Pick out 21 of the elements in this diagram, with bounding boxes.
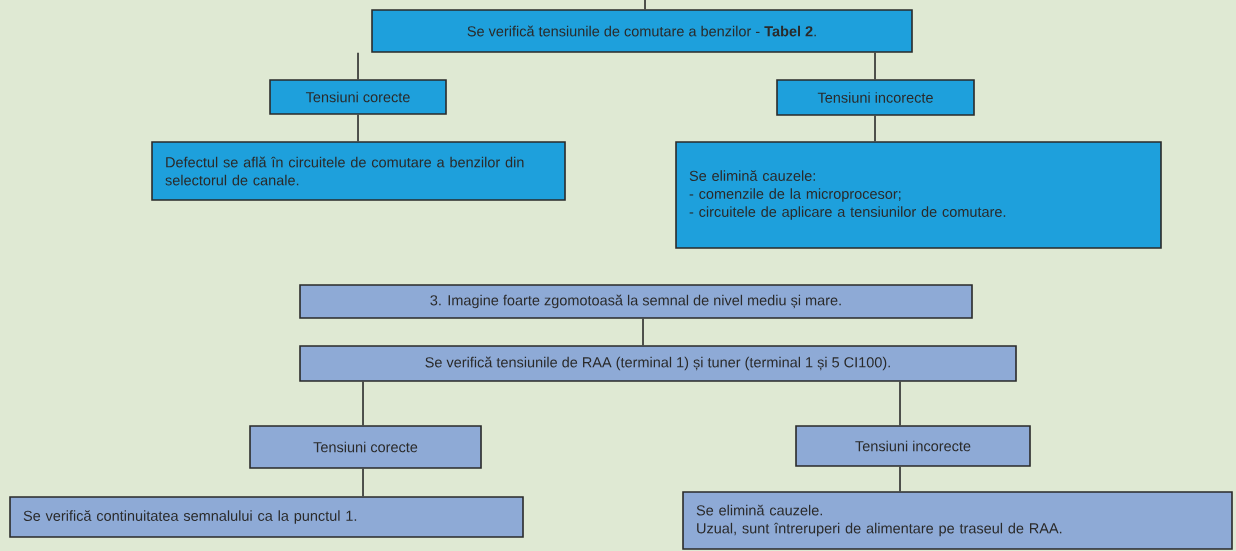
flow-box: Tensiuni corecte: [249, 425, 482, 469]
flow-box: Tensiuni incorecte: [776, 79, 975, 116]
connector-line: [362, 468, 364, 497]
flow-box: Defectul se află în circuitele de comutare a benzilor din selectorul de canale.: [151, 141, 566, 201]
connector-line: [362, 381, 364, 426]
flow-box: Se elimină cauzele: - comenzile de la microprocesor; - circuitele de aplicare a tensiunilor de comutare.: [675, 141, 1162, 249]
flow-box: Se elimină cauzele. Uzual, sunt întreruperi de alimentare pe traseul de RAA.: [682, 491, 1233, 550]
connector-line: [357, 52, 359, 80]
flow-box: Tensiuni incorecte: [795, 425, 1031, 467]
connector-line: [644, 0, 646, 10]
flow-box: Se verifică tensiunile de RAA (terminal 1) și tuner (terminal 1 și 5 CI100).: [299, 345, 1017, 382]
flow-box: Se verifică tensiunile de comutare a benzilor - Tabel 2.: [371, 9, 913, 53]
flow-box: Tensiuni corecte: [269, 79, 447, 115]
connector-line: [899, 466, 901, 492]
connector-line: [874, 52, 876, 80]
connector-line: [357, 114, 359, 142]
flow-box: 3. Imagine foarte zgomotoasă la semnal de nivel mediu și mare.: [299, 284, 973, 319]
connector-line: [899, 381, 901, 426]
flow-box: Se verifică continuitatea semnalului ca la punctul 1.: [9, 496, 524, 538]
connector-line: [642, 318, 644, 346]
connector-line: [874, 115, 876, 142]
